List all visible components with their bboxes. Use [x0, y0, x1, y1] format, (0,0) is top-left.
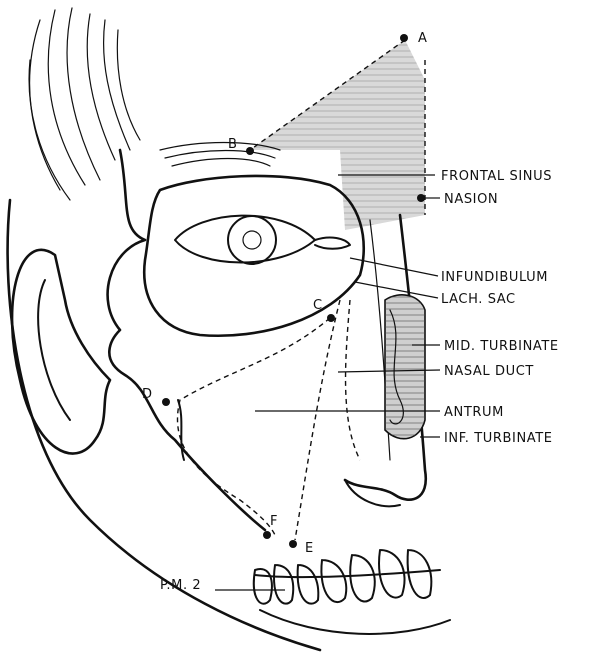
maxilla-boundary	[295, 300, 340, 540]
point-nasion-dot	[417, 194, 425, 202]
pupil	[243, 231, 261, 249]
point-c-dot	[327, 314, 335, 322]
point-f-dot	[263, 531, 271, 539]
lacrimal-caruncle	[315, 238, 350, 249]
label-lach-sac: LACH. SAC	[441, 292, 516, 307]
label-nasal-duct: NASAL DUCT	[444, 364, 534, 379]
brow-hatching	[160, 143, 280, 167]
iris	[228, 216, 276, 264]
point-e-label: E	[305, 541, 313, 556]
point-c-label: C	[313, 298, 322, 313]
antrum-boundary	[178, 318, 331, 535]
face-outline	[108, 150, 265, 530]
eye-lids	[175, 216, 315, 263]
teeth	[254, 550, 450, 634]
point-a-label: A	[418, 31, 427, 46]
label-mid-turbinate: MID. TURBINATE	[444, 339, 559, 354]
point-b-dot	[246, 147, 254, 155]
label-infundibulum: INFUNDIBULUM	[441, 270, 548, 285]
orbit-outline	[144, 176, 364, 336]
lateral-boundary	[346, 300, 360, 460]
label-antrum: ANTRUM	[444, 405, 504, 420]
point-e-dot	[289, 540, 297, 548]
turbinate-hatch	[385, 295, 425, 439]
point-f-label: F	[270, 514, 277, 529]
frontal-sinus-hatch	[250, 40, 425, 230]
label-pm2: P.M. 2	[160, 578, 201, 593]
point-a-dot	[400, 34, 408, 42]
point-d-dot	[162, 398, 170, 406]
label-inf-turbinate: INF. TURBINATE	[444, 431, 553, 446]
point-b-label: B	[228, 137, 237, 152]
label-frontal-sinus: FRONTAL SINUS	[441, 169, 552, 184]
ear	[12, 250, 110, 454]
label-nasion: NASION	[444, 192, 498, 207]
point-d-label: D	[142, 387, 152, 402]
